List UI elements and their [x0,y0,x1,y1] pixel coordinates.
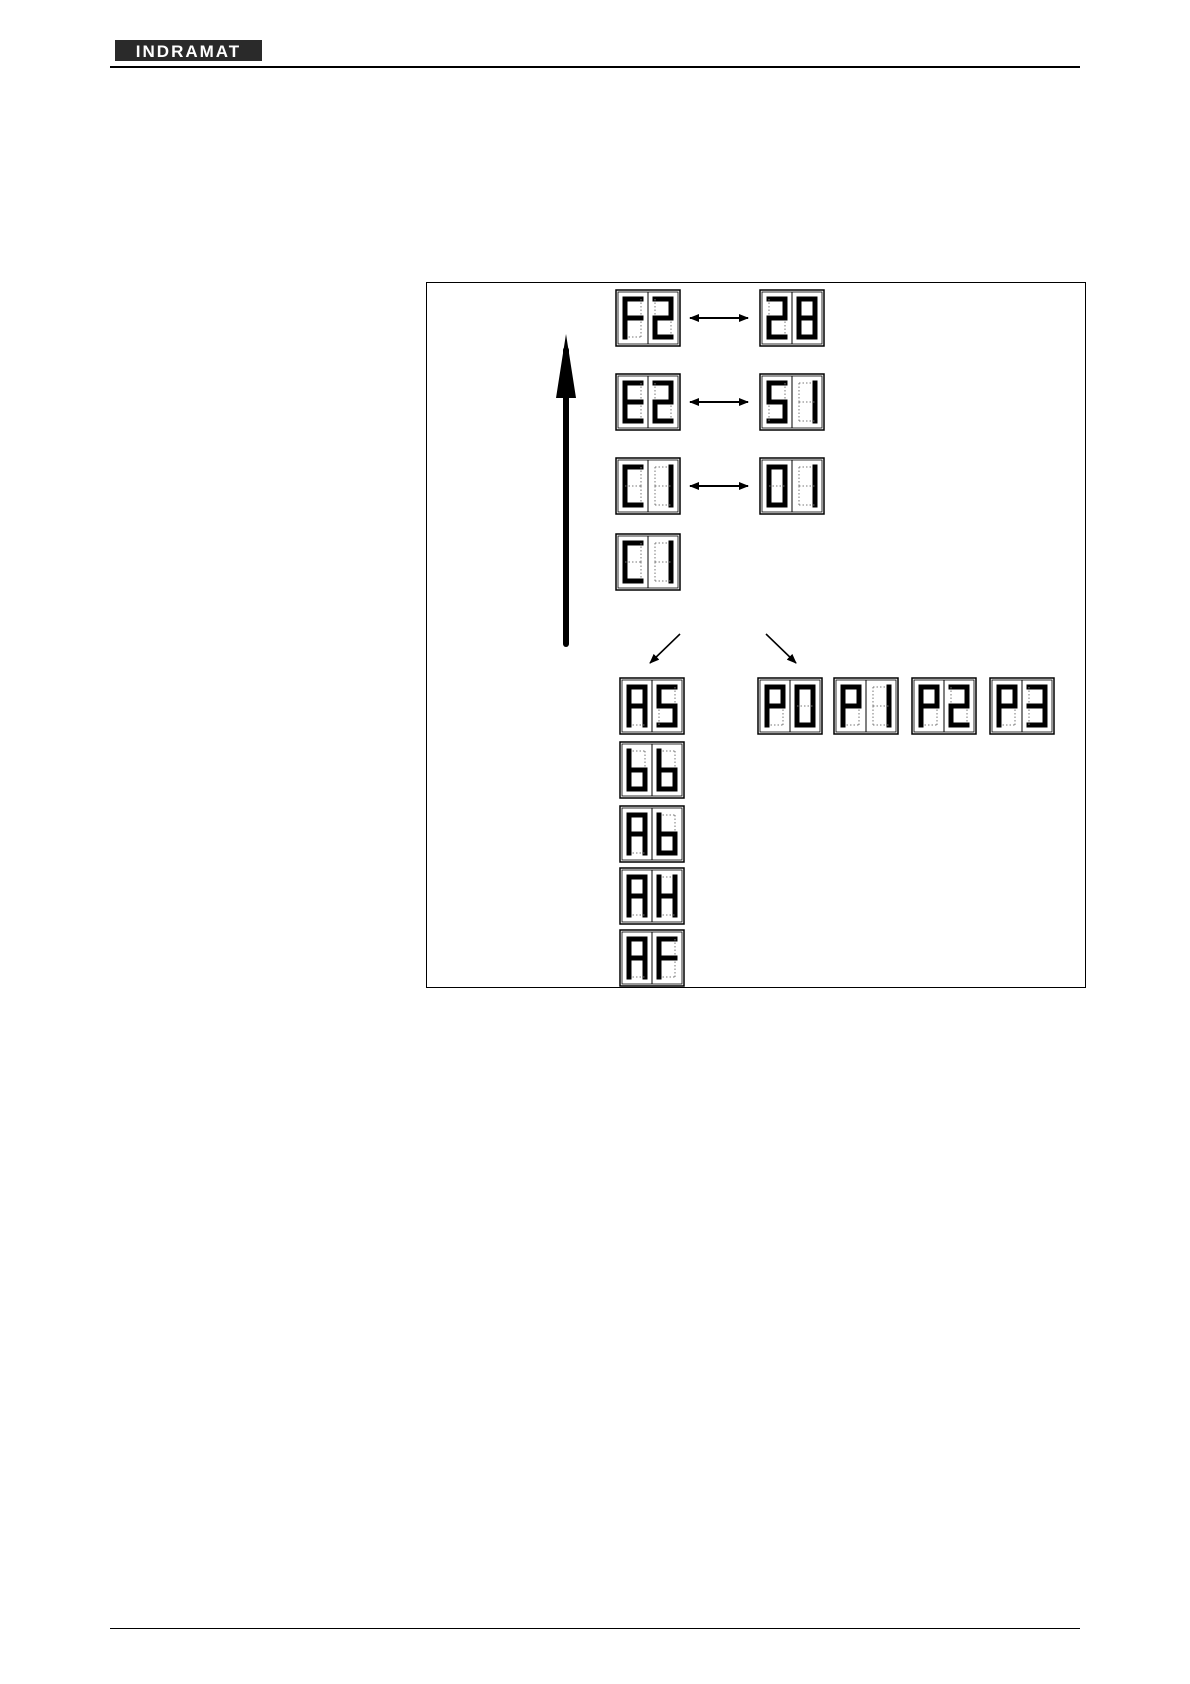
arrow-head [556,334,576,398]
display-s1 [760,374,824,430]
display-c1-3 [616,534,680,590]
display-e2-1 [616,374,680,430]
display-af [620,930,684,986]
branch-arrow-left [650,634,680,663]
display-p1 [834,678,898,734]
display-p0 [758,678,822,734]
display-ah [620,868,684,924]
display-ab [620,806,684,862]
display-p3 [990,678,1054,734]
display-f2-0 [616,290,680,346]
display-group [616,290,1054,986]
display-p2 [912,678,976,734]
display-as [620,678,684,734]
display-01 [760,458,824,514]
display-bb [620,742,684,798]
footer-rule [110,1628,1080,1629]
display-c1-2 [616,458,680,514]
display-28 [760,290,824,346]
sequence-up-arrow [556,334,576,644]
branch-arrow-right [766,634,796,663]
